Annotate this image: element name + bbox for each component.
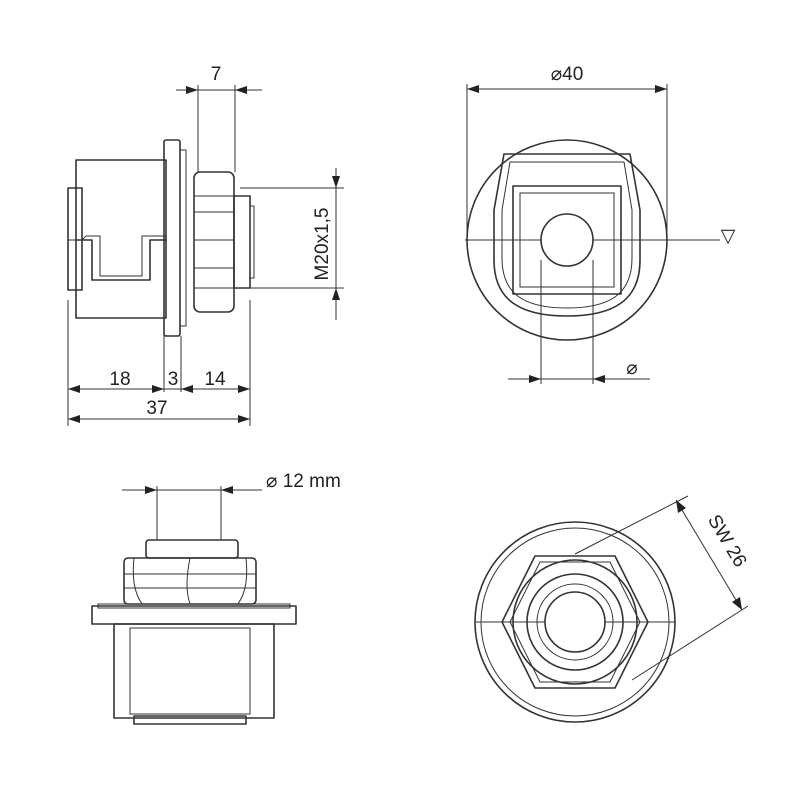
dimension-segments: 18 3 14 bbox=[67, 300, 251, 426]
dimension-outer-diameter: ⌀40 bbox=[466, 64, 668, 240]
dimension-thread: M20x1,5 bbox=[240, 168, 344, 320]
section-marker: ▽ bbox=[721, 226, 736, 247]
dim-bore-label: ⌀ 12 mm bbox=[266, 471, 341, 492]
hex-nut bbox=[193, 171, 255, 313]
dim-outer-diameter-label: ⌀40 bbox=[551, 64, 584, 85]
dim-nut-length-label: 14 bbox=[204, 369, 226, 390]
dim-wrench-label: SW 26 bbox=[703, 511, 750, 571]
side-view: 7 M20x1,5 18 3 14 bbox=[67, 64, 344, 426]
dimension-nut-width: 7 bbox=[176, 64, 262, 172]
front-view: ⌀40 ⌀ ▽ bbox=[465, 64, 736, 384]
rear-view: SW 26 bbox=[474, 495, 750, 723]
dim-body-length-label: 18 bbox=[109, 369, 130, 390]
dimension-total: 37 bbox=[68, 398, 250, 423]
dim-nut-width-label: 7 bbox=[211, 64, 222, 85]
front-elevation: ⌀ 12 mm bbox=[91, 471, 341, 725]
dimension-bore: ⌀ 12 mm bbox=[122, 471, 341, 540]
dim-total-label: 37 bbox=[146, 398, 167, 419]
dim-flange-label: 3 bbox=[168, 369, 179, 390]
grommet-body bbox=[67, 159, 167, 319]
dim-inner-diameter-label: ⌀ bbox=[626, 358, 637, 379]
flange bbox=[163, 139, 187, 337]
dimension-inner-diameter: ⌀ bbox=[508, 260, 650, 384]
dim-thread-label: M20x1,5 bbox=[312, 208, 333, 281]
